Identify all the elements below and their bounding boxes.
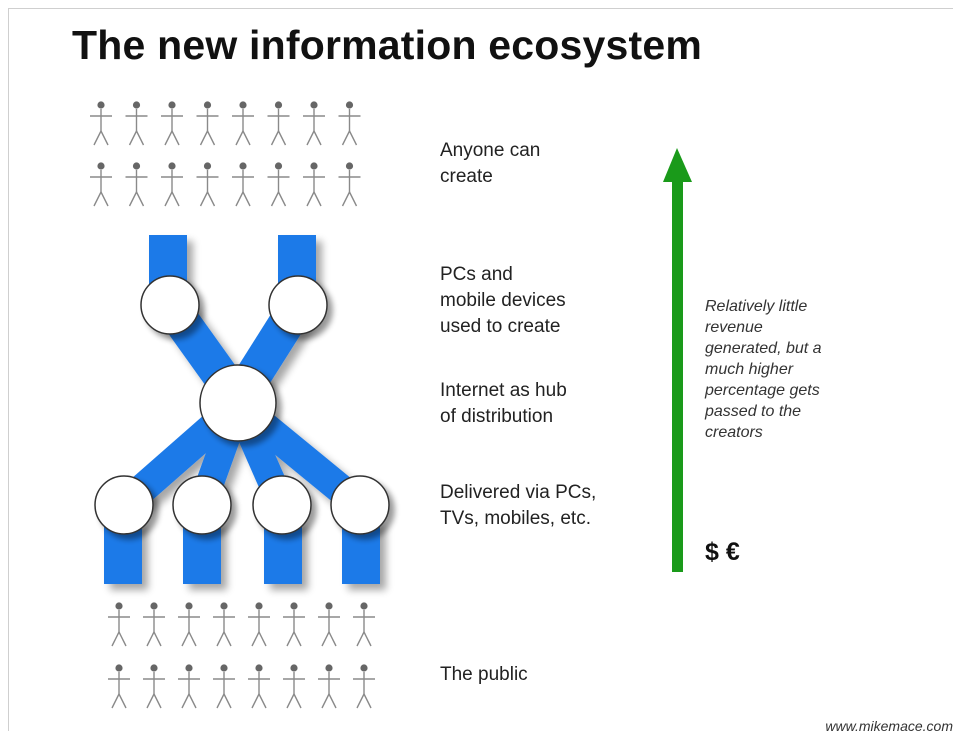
person-icon xyxy=(353,664,375,709)
person-icon xyxy=(267,101,290,146)
person-icon xyxy=(90,162,112,207)
internet-hub-node xyxy=(199,364,277,442)
slide-frame xyxy=(8,8,953,731)
stage-label-internet-hub: Internet as hub of distribution xyxy=(440,380,567,427)
person-icon xyxy=(303,162,325,207)
delivery-node-1 xyxy=(94,475,154,535)
person-icon xyxy=(161,162,183,207)
person-icon xyxy=(318,602,340,647)
person-icon xyxy=(161,101,183,146)
stage-label-delivery: Delivered via PCs, TVs, mobiles, etc. xyxy=(440,482,597,529)
person-icon xyxy=(196,101,219,146)
person-icon xyxy=(232,162,254,207)
person-icon xyxy=(196,162,219,207)
person-icon xyxy=(90,101,112,146)
delivery-node-4 xyxy=(330,475,390,535)
creator-device-node-right xyxy=(268,275,328,335)
revenue-arrow-shaft xyxy=(672,178,683,572)
person-icon xyxy=(283,602,305,647)
creators-people-group xyxy=(90,101,361,207)
person-icon xyxy=(108,664,130,709)
person-icon xyxy=(248,664,270,709)
delivery-node-2 xyxy=(172,475,232,535)
person-icon xyxy=(338,162,361,207)
creator-device-node-left xyxy=(140,275,200,335)
person-icon xyxy=(232,101,254,146)
person-icon xyxy=(125,101,148,146)
person-icon xyxy=(213,664,235,709)
person-icon xyxy=(283,664,305,709)
revenue-flow-arrow xyxy=(663,148,692,572)
stage-label-creators: Anyone can create xyxy=(440,140,541,187)
person-icon xyxy=(178,664,200,709)
person-icon xyxy=(303,101,325,146)
slide-title: The new information ecosystem xyxy=(72,22,703,68)
person-icon xyxy=(108,602,130,647)
pipe-bottom-stubs xyxy=(104,520,380,584)
currency-symbols: $ € xyxy=(705,538,740,566)
person-icon xyxy=(338,101,361,146)
stage-label-public: The public xyxy=(440,664,528,685)
delivery-node-3 xyxy=(252,475,312,535)
person-icon xyxy=(213,602,235,647)
person-icon xyxy=(178,602,200,647)
person-icon xyxy=(248,602,270,647)
person-icon xyxy=(353,602,375,647)
public-people-group xyxy=(108,602,375,709)
person-icon xyxy=(267,162,290,207)
source-credit: www.mikemace.com xyxy=(825,718,953,734)
person-icon xyxy=(318,664,340,709)
person-icon xyxy=(143,602,165,647)
network-nodes xyxy=(94,275,390,535)
revenue-arrow-head xyxy=(663,148,692,182)
person-icon xyxy=(125,162,148,207)
stage-label-creation-devices: PCs and mobile devices used to create xyxy=(440,264,566,337)
person-icon xyxy=(143,664,165,709)
revenue-note: Relatively little revenue generated, but… xyxy=(705,298,822,441)
